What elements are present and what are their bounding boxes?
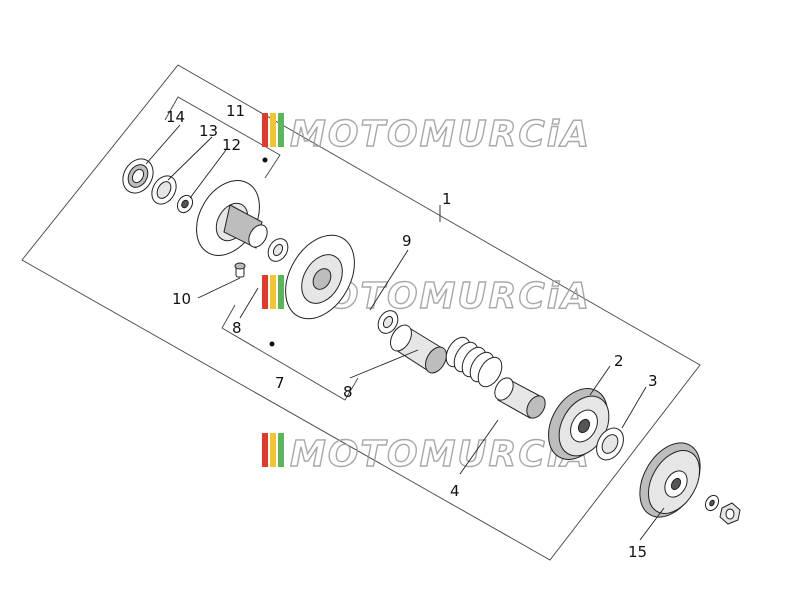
part-9-ring [377, 310, 399, 334]
watermark-stripe-yellow [270, 275, 276, 309]
watermark-stripe-green [278, 433, 284, 467]
reference-dot [262, 157, 268, 163]
reference-dot [269, 341, 275, 347]
part-7-movable-pulley-half [269, 234, 355, 347]
bearing-group-bracket [164, 96, 281, 179]
part-4-spring [445, 336, 503, 388]
part-8-fixed-pulley-half [196, 157, 268, 256]
part-10-screw [234, 262, 246, 278]
watermark-stripe-green [278, 275, 284, 309]
part-washer [704, 494, 720, 512]
watermark-top: MOTOMURCiA [262, 113, 591, 156]
watermark-stripe-green [278, 113, 284, 147]
part-3-ring [596, 427, 624, 461]
callout-9: 9 [402, 232, 412, 250]
pulley-group-bracket [221, 304, 236, 329]
watermark-stripe-yellow [270, 433, 276, 467]
part-14-bearing [122, 158, 154, 194]
watermark-stripe-red [262, 113, 268, 147]
callout-12: 12 [222, 136, 241, 154]
watermark-stripe-red [262, 433, 268, 467]
callout-7: 7 [275, 374, 285, 392]
callout-2: 2 [614, 352, 624, 370]
callout-8b: 8 [343, 383, 353, 401]
part-spacer-sleeve [494, 377, 546, 419]
callout-11: 11 [226, 102, 245, 120]
callout-8a: 8 [232, 319, 242, 337]
part-nut [719, 502, 741, 525]
callout-10: 10 [172, 290, 191, 308]
watermark-stripe-yellow [270, 113, 276, 147]
callout-15: 15 [628, 543, 647, 561]
part-15-clutch-bell [639, 442, 701, 518]
watermark-bottom: MOTOMURCiA [262, 433, 591, 476]
callout-1: 1 [442, 190, 452, 208]
callout-14: 14 [166, 108, 185, 126]
callout-3: 3 [648, 372, 658, 390]
part-13-ring [151, 175, 177, 205]
leader-lines [145, 124, 665, 541]
part-12-bushing [176, 194, 194, 214]
callout-4: 4 [450, 482, 460, 500]
callout-13: 13 [199, 122, 218, 140]
part-collar-sleeve [390, 324, 447, 374]
hub-ring [267, 238, 289, 262]
watermark-text: MOTOMURCiA [290, 434, 591, 475]
watermark-stripe-red [262, 275, 268, 309]
assembly-frame-outer [21, 64, 701, 561]
pulley-group-bracket-bottom [221, 327, 359, 401]
watermark-text: MOTOMURCiA [290, 114, 591, 155]
